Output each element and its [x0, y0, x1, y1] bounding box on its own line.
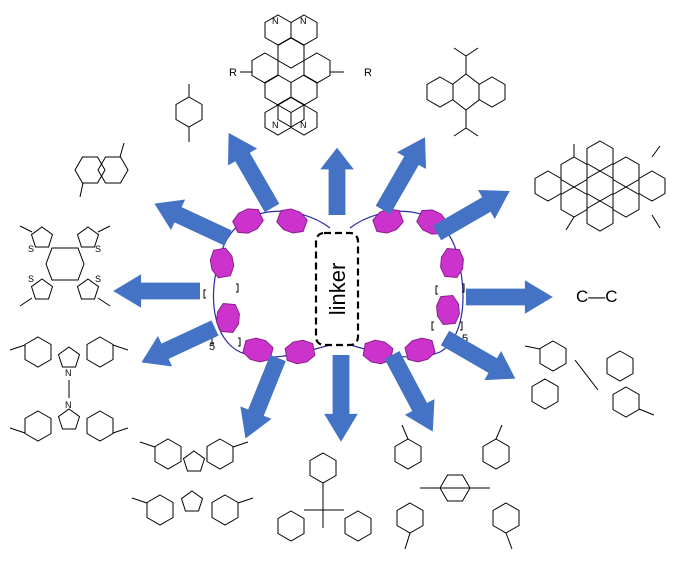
ring-left-6	[283, 338, 317, 366]
structure-polyaromatic	[534, 140, 666, 232]
cc-label: C—C	[576, 287, 618, 306]
arrow-top-left	[214, 124, 287, 217]
arrow-top	[320, 147, 354, 215]
svg-text:N: N	[300, 16, 307, 26]
arrow-bottom	[324, 355, 358, 442]
n-labels-top: N N N N	[272, 16, 307, 130]
structure-anthraquinodimethane	[426, 47, 506, 137]
subscript-right: 5	[462, 333, 468, 345]
arrow-top-right	[368, 128, 440, 219]
subscript-left: 5	[209, 341, 215, 353]
structure-tetrathiophene	[19, 225, 111, 307]
svg-text:N: N	[272, 16, 279, 26]
structure-dimethylnaphthalene	[74, 142, 129, 198]
structure-bistriptycene	[394, 424, 520, 550]
svg-text:N: N	[300, 120, 307, 130]
structure-triptycene	[277, 452, 372, 542]
bracket-right	[431, 283, 465, 331]
structure-bicarbazole	[9, 336, 129, 442]
ring-right-5	[403, 335, 437, 365]
arrow-upper-left	[147, 188, 236, 254]
s-labels-thiophene: S S S S	[28, 244, 101, 284]
r-label-left: R	[229, 67, 237, 79]
ring-left-3	[208, 246, 236, 280]
arrow-upper-right	[428, 176, 519, 248]
structure-top	[240, 14, 344, 136]
structure-dimethyl-triptycene	[524, 340, 655, 418]
arrow-right	[466, 280, 553, 314]
arrow-lower-right	[436, 323, 524, 394]
n-labels-carbazole: NN	[65, 368, 72, 410]
svg-text:S: S	[95, 274, 101, 284]
structure-spirobifluorene	[131, 438, 254, 526]
ring-left-2	[274, 205, 310, 237]
ring-left-1	[230, 204, 266, 238]
svg-text:S: S	[28, 244, 34, 254]
ring-left-4	[215, 302, 241, 334]
arrow-left	[113, 274, 200, 308]
svg-text:S: S	[95, 244, 101, 254]
arrow-bottom-left	[229, 351, 294, 445]
ring-right-4	[435, 294, 461, 326]
svg-text:S: S	[28, 274, 34, 284]
ring-right-3	[439, 247, 465, 279]
structure-p-xylene	[175, 84, 203, 142]
svg-text:N: N	[65, 368, 72, 378]
svg-text:N: N	[65, 400, 72, 410]
r-label-right: R	[364, 67, 372, 79]
svg-text:N: N	[272, 120, 279, 130]
linker-box: linker	[314, 231, 360, 347]
linker-label: linker	[325, 263, 350, 316]
